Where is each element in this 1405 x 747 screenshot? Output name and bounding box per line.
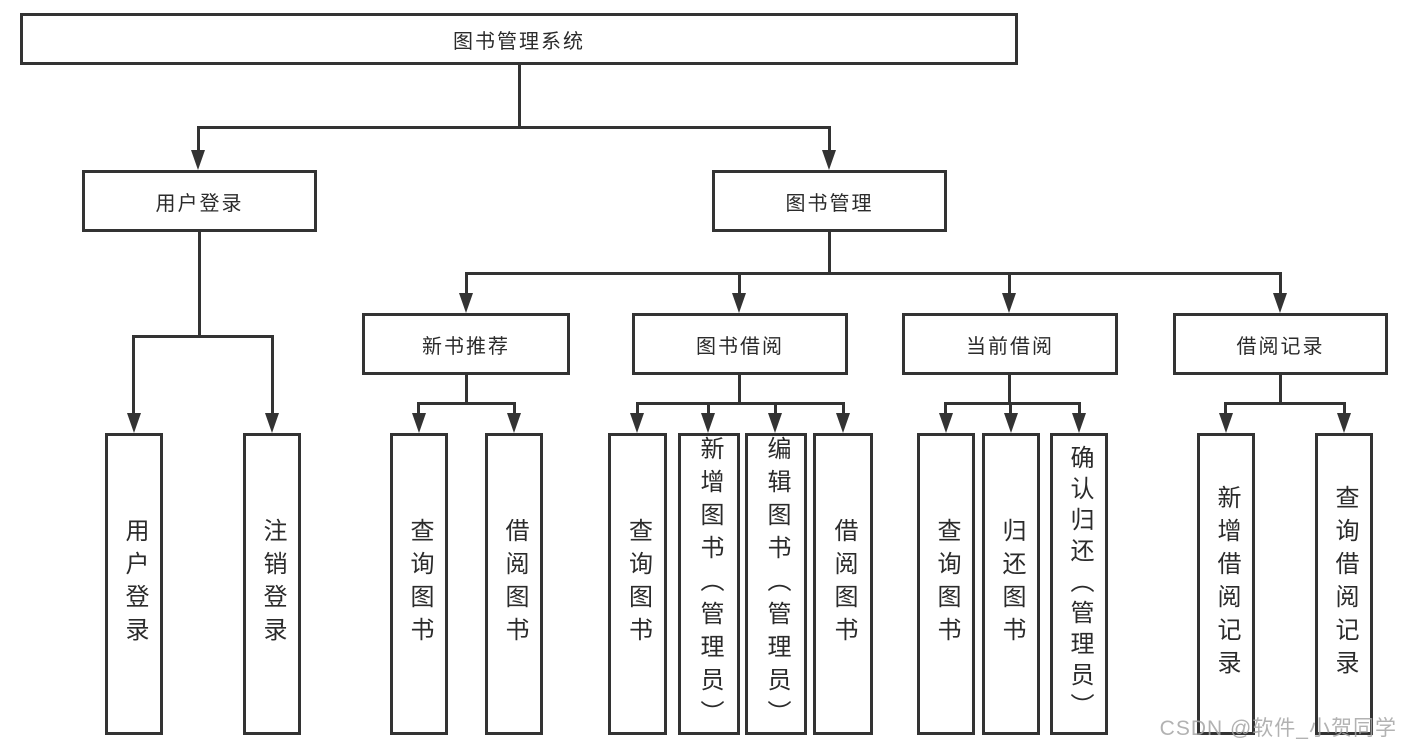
connector-line <box>271 335 274 414</box>
arrow-down-icon <box>701 413 715 433</box>
leaf-query-books-current: 查询图书 <box>917 433 975 735</box>
connector-line <box>828 126 831 152</box>
arrow-down-icon <box>768 413 782 433</box>
arrow-down-icon <box>127 413 141 433</box>
node-user-login-label: 用户登录 <box>155 192 244 215</box>
arrow-down-icon <box>265 413 279 433</box>
arrow-down-icon <box>1219 413 1233 433</box>
arrow-down-icon <box>630 413 644 433</box>
connector-line <box>132 335 135 414</box>
arrow-down-icon <box>1337 413 1351 433</box>
leaf-query-books-recommend-label: 查询图书 <box>406 518 433 650</box>
leaf-query-borrow-record-label: 查询借阅记录 <box>1331 485 1358 683</box>
leaf-query-borrow-record: 查询借阅记录 <box>1315 433 1373 735</box>
node-root: 图书管理系统 <box>20 13 1018 65</box>
connector-line <box>1078 402 1081 414</box>
connector-line <box>513 402 516 414</box>
node-new-book-recommend: 新书推荐 <box>362 313 570 375</box>
connector-line <box>944 402 1081 405</box>
arrow-down-icon <box>459 293 473 313</box>
arrow-down-icon <box>191 150 205 170</box>
connector-line <box>465 272 468 294</box>
connector-line <box>636 402 639 414</box>
connector-line <box>518 65 521 126</box>
leaf-query-books-borrow-label: 查询图书 <box>624 518 652 650</box>
arrow-down-icon <box>732 293 746 313</box>
node-root-label: 图书管理系统 <box>453 30 585 53</box>
leaf-edit-books-admin: 编辑图书（管理员） <box>745 433 807 735</box>
node-book-borrow-label: 图书借阅 <box>696 335 784 358</box>
connector-line <box>417 402 420 414</box>
connector-line <box>774 402 777 414</box>
leaf-borrow-books: 借阅图书 <box>813 433 873 735</box>
connector-line <box>944 402 947 414</box>
arrow-down-icon <box>1002 293 1016 313</box>
connector-line <box>1343 402 1346 414</box>
connector-line <box>1009 402 1012 414</box>
leaf-edit-books-admin-label: 编辑图书（管理员） <box>763 436 790 733</box>
connector-line <box>197 126 831 129</box>
connector-line <box>1279 272 1282 294</box>
leaf-add-borrow-record: 新增借阅记录 <box>1197 433 1255 735</box>
leaf-confirm-return-admin: 确认归还（管理员） <box>1050 433 1108 735</box>
leaf-return-books-label: 归还图书 <box>998 518 1025 650</box>
leaf-borrow-books-label: 借阅图书 <box>830 518 857 650</box>
arrow-down-icon <box>1072 413 1086 433</box>
leaf-query-books-current-label: 查询图书 <box>933 518 960 650</box>
leaf-add-books-admin: 新增图书（管理员） <box>678 433 740 735</box>
connector-line <box>1008 375 1011 402</box>
arrow-down-icon <box>939 413 953 433</box>
leaf-add-borrow-record-label: 新增借阅记录 <box>1213 485 1240 683</box>
node-book-borrow: 图书借阅 <box>632 313 848 375</box>
node-new-book-recommend-label: 新书推荐 <box>422 335 510 358</box>
connector-line <box>465 272 1282 275</box>
arrow-down-icon <box>507 413 521 433</box>
leaf-confirm-return-admin-label: 确认归还（管理员） <box>1066 444 1093 724</box>
leaf-borrow-books-recommend-label: 借阅图书 <box>501 518 528 650</box>
connector-line <box>1224 402 1345 405</box>
leaf-logout-login: 注销登录 <box>243 433 301 735</box>
connector-line <box>842 402 845 414</box>
arrow-down-icon <box>836 413 850 433</box>
leaf-user-login: 用户登录 <box>105 433 163 735</box>
csdn-watermark: CSDN @软件_小贺同学 <box>1159 717 1397 740</box>
node-current-borrow-label: 当前借阅 <box>966 335 1054 358</box>
leaf-logout-login-label: 注销登录 <box>259 518 286 650</box>
connector-line <box>1008 272 1011 294</box>
connector-line <box>1279 375 1282 402</box>
leaf-query-books-recommend: 查询图书 <box>390 433 448 735</box>
node-borrow-records: 借阅记录 <box>1173 313 1388 375</box>
arrow-down-icon <box>1004 413 1018 433</box>
connector-line <box>738 375 741 402</box>
connector-line <box>636 402 845 405</box>
connector-line <box>738 272 741 294</box>
arrow-down-icon <box>822 150 836 170</box>
leaf-query-books-borrow: 查询图书 <box>608 433 667 735</box>
connector-line <box>197 126 200 152</box>
leaf-return-books: 归还图书 <box>982 433 1040 735</box>
arrow-down-icon <box>412 413 426 433</box>
connector-line <box>465 375 468 402</box>
node-book-management: 图书管理 <box>712 170 947 232</box>
leaf-borrow-books-recommend: 借阅图书 <box>485 433 543 735</box>
node-user-login: 用户登录 <box>82 170 317 232</box>
connector-line <box>198 232 201 335</box>
connector-line <box>132 335 274 338</box>
leaf-user-login-label: 用户登录 <box>121 518 148 650</box>
node-borrow-records-label: 借阅记录 <box>1236 335 1325 358</box>
connector-line <box>1224 402 1227 414</box>
connector-line <box>707 402 710 414</box>
connector-line <box>417 402 516 405</box>
connector-line <box>828 232 831 272</box>
arrow-down-icon <box>1273 293 1287 313</box>
node-current-borrow: 当前借阅 <box>902 313 1118 375</box>
node-book-management-label: 图书管理 <box>785 192 874 215</box>
leaf-add-books-admin-label: 新增图书（管理员） <box>696 436 723 733</box>
